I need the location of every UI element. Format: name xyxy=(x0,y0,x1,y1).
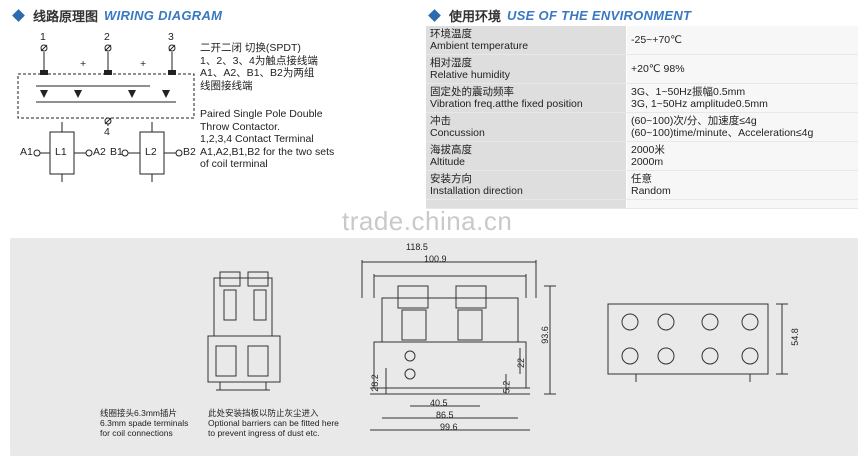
coil-terminal-a2: A2 xyxy=(93,146,106,158)
note-coil-terminals: 线圈接头6.3mm插片 6.3mm spade terminals for co… xyxy=(100,408,189,438)
dimension-drawings-panel: 118.5 100.9 93.6 22 28.2 5.2 40.5 86.5 9… xyxy=(10,238,858,456)
wiring-diagram-header: 线路原理图 WIRING DIAGRAM xyxy=(12,6,223,25)
wiring-title-en: WIRING DIAGRAM xyxy=(104,8,223,23)
note-dust-barriers: 此处安装挡板以防止灰尘进入 Optional barriers can be f… xyxy=(208,408,339,438)
environment-title-cn: 使用环境 xyxy=(449,9,502,24)
diamond-bullet-icon xyxy=(12,9,25,22)
wiring-title-cn: 线路原理图 xyxy=(33,9,99,24)
coil-label-l2: L2 xyxy=(145,146,157,158)
plus-sign: + xyxy=(80,58,87,70)
dim-28-2: 28.2 xyxy=(369,374,380,392)
wiring-schematic xyxy=(17,44,195,182)
coil-terminal-b1: B1 xyxy=(110,146,123,158)
dim-118-5: 118.5 xyxy=(406,242,428,252)
terminal-label-3: 3 xyxy=(168,31,174,43)
environment-header: 使用环境 USE OF THE ENVIRONMENT xyxy=(428,6,692,25)
terminal-label-1: 1 xyxy=(40,31,46,43)
dimension-drawings xyxy=(207,260,788,431)
env-value: -25~+70℃ xyxy=(626,26,858,55)
terminal-label-2: 2 xyxy=(104,31,110,43)
dim-5-2: 5.2 xyxy=(501,380,512,394)
diamond-bullet-icon xyxy=(428,9,441,22)
dim-54-8: 54.8 xyxy=(789,328,800,346)
coil-terminal-a1: A1 xyxy=(20,146,33,158)
side-view-drawing xyxy=(207,271,281,391)
environment-title-en: USE OF THE ENVIRONMENT xyxy=(507,8,692,23)
dim-86-5: 86.5 xyxy=(436,410,454,420)
dim-40-5: 40.5 xyxy=(430,398,448,408)
dim-99-6: 99.6 xyxy=(440,422,458,432)
plus-sign: + xyxy=(140,58,147,70)
wiring-diagram: 1 2 3 4 + + L1 L2 A1 A2 B1 B2 二开二闭 切换(SP… xyxy=(0,22,400,232)
wiring-description-cn: 二开二闭 切换(SPDT) 1、2、3、4为触点接线端 A1、A2、B1、B2为… xyxy=(200,42,318,92)
env-value: +20℃ 98% xyxy=(626,54,858,84)
dim-22: 22 xyxy=(516,357,527,369)
coil-label-l1: L1 xyxy=(55,146,67,158)
terminal-label-4: 4 xyxy=(104,126,110,138)
dim-100-9: 100.9 xyxy=(424,254,447,264)
top-view-drawing xyxy=(607,303,788,382)
dim-93-6: 93.6 xyxy=(539,326,550,344)
coil-terminal-b2: B2 xyxy=(183,146,196,158)
table-row-cut xyxy=(426,199,858,209)
env-value: (60~100)次/分、加速度≤4g(60~100)time/minute、Ac… xyxy=(626,112,858,142)
front-view-drawing xyxy=(361,260,556,431)
wiring-description-en: Paired Single Pole Double Throw Contacto… xyxy=(200,108,335,170)
watermark: trade.china.cn xyxy=(342,206,513,236)
